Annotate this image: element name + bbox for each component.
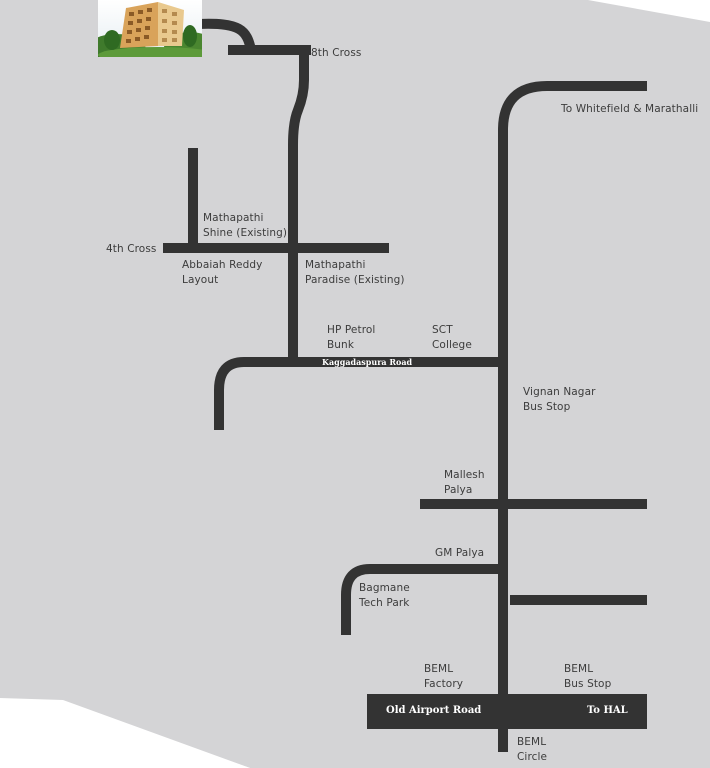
label-mathapathi-shine: Mathapathi Shine (Existing): [203, 212, 288, 239]
label-4th-cross: 4th Cross: [106, 243, 157, 255]
label-to-whitefield-marathalli: To Whitefield & Marathalli: [561, 103, 699, 115]
label-mathapathi-paradise: Mathapathi Paradise (Existing): [305, 259, 405, 286]
label-abbaiah-reddy-layout: Abbaiah Reddy Layout: [182, 259, 263, 286]
label-gm-palya: GM Palya: [435, 547, 485, 559]
label-8th-cross: 8th Cross: [311, 47, 362, 59]
road-to-building: [196, 18, 256, 52]
label-mallesh-palya: Mallesh Palya: [444, 469, 485, 496]
label-beml-bus-stop: BEML Bus Stop: [564, 663, 612, 690]
label-beml-circle: BEML Circle: [517, 736, 548, 763]
road-main-east: [498, 81, 647, 752]
road-gm-palya: [341, 564, 503, 635]
road-main-north: [288, 46, 309, 362]
road-kaggadaspura: [214, 357, 503, 430]
apartment-building-thumbnail: [98, 0, 202, 57]
old-airport-road: [367, 694, 647, 729]
label-kaggadaspura-road: Kaggadaspura Road: [322, 357, 413, 367]
label-bagmane-tech-park: Bagmane Tech Park: [359, 582, 410, 609]
label-sct-college: SCT College: [432, 324, 472, 351]
label-vignan-nagar-bus-stop: Vignan Nagar Bus Stop: [523, 386, 596, 413]
label-old-airport-road: Old Airport Road: [386, 705, 482, 716]
label-hp-petrol-bunk: HP Petrol Bunk: [327, 324, 376, 351]
corner-wedge: [63, 702, 250, 768]
label-to-hal: To HAL: [587, 705, 628, 716]
label-beml-factory: BEML Factory: [424, 663, 464, 690]
